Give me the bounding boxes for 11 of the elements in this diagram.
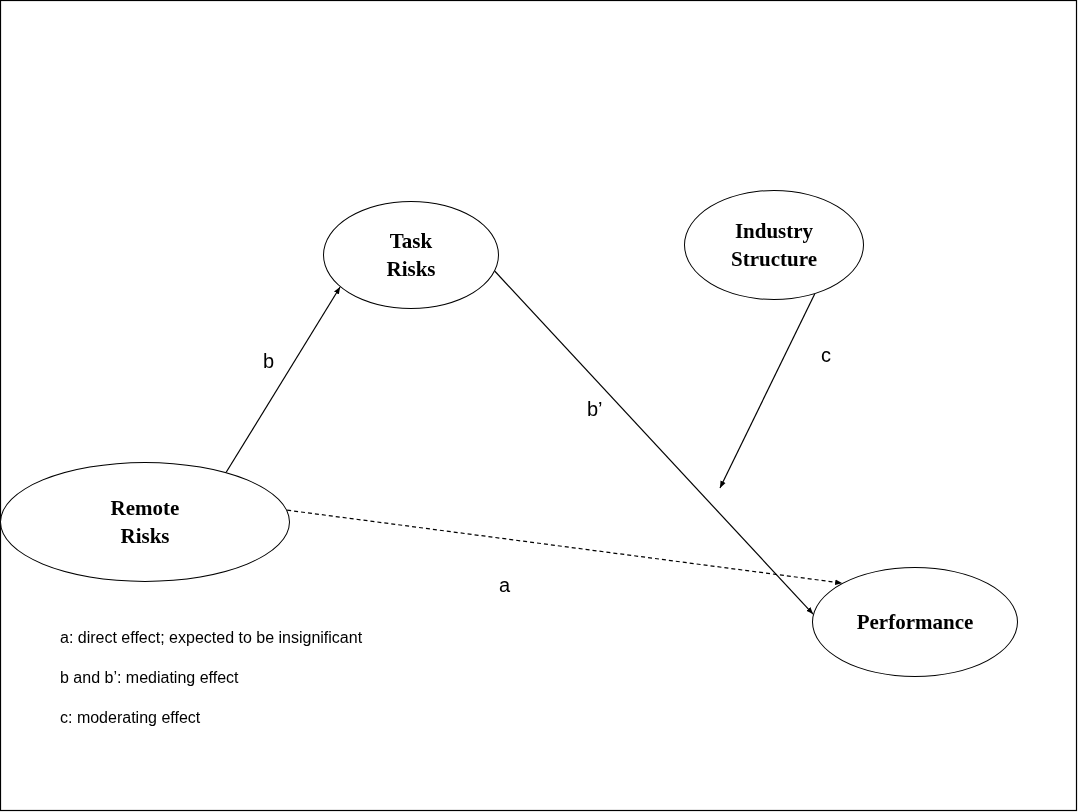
note-text: c: moderating effect — [60, 709, 201, 727]
arrow — [225, 286, 341, 473]
note-text: b and b’: mediating effect — [60, 669, 239, 687]
node-label: Industry Structure — [730, 217, 818, 273]
node-label: Task Risks — [385, 227, 437, 283]
arrow — [719, 293, 816, 489]
node-label: Remote Risks — [109, 494, 181, 550]
dashed-arrow — [286, 509, 843, 585]
node-label: Performance — [855, 608, 975, 636]
arrow — [494, 270, 814, 615]
note-text: a: direct effect; expected to be insignificant — [60, 629, 363, 647]
